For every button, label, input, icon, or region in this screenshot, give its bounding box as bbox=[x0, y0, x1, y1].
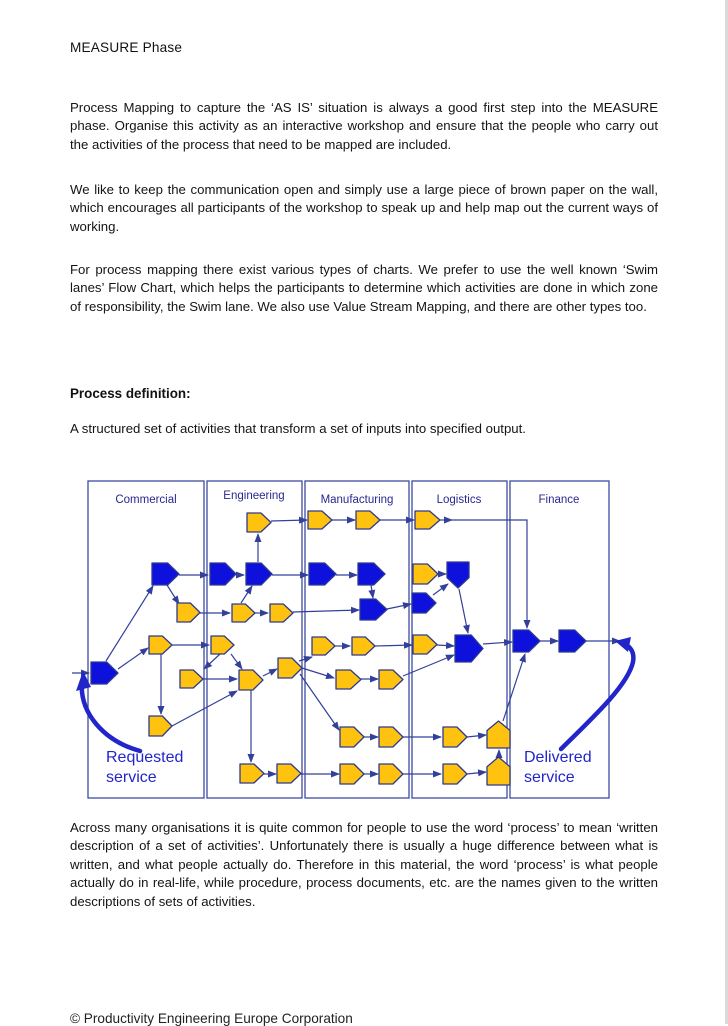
page-right-edge bbox=[725, 0, 728, 1024]
lanes: Commercial Engineering Manufacturing Logist… bbox=[87, 480, 610, 799]
node-e-y10 bbox=[210, 635, 235, 655]
page-title: MEASURE Phase bbox=[70, 40, 183, 55]
node-l-y13 bbox=[412, 634, 438, 655]
flow-arrow bbox=[166, 584, 180, 605]
diagram-edges bbox=[72, 516, 621, 778]
process-definition-heading: Process definition: bbox=[70, 386, 191, 401]
lane-manufacturing bbox=[304, 480, 410, 799]
flow-arrow bbox=[402, 654, 455, 677]
flow-arrow bbox=[374, 641, 413, 649]
swoosh-requested bbox=[79, 678, 143, 754]
node-c-y6 bbox=[176, 602, 201, 623]
service-swooshes bbox=[76, 637, 636, 754]
node-l-y5 bbox=[412, 563, 439, 585]
node-e-y16 bbox=[277, 657, 303, 679]
flow-arrow bbox=[230, 653, 243, 670]
node-m-y27 bbox=[378, 763, 404, 785]
node-l-y29 bbox=[486, 756, 511, 786]
node-e-y15 bbox=[238, 669, 264, 691]
node-l-y4 bbox=[414, 510, 441, 530]
process-definition-text: A structured set of activities that tran… bbox=[70, 421, 526, 436]
node-e-y1 bbox=[246, 512, 272, 533]
flow-arrow bbox=[466, 732, 487, 740]
node-e-y25 bbox=[276, 763, 302, 784]
lane-commercial bbox=[87, 480, 205, 799]
node-m-y20 bbox=[339, 726, 365, 748]
lane-header-engineering: Engineering bbox=[223, 490, 284, 502]
flow-arrow bbox=[301, 667, 335, 679]
copyright-footer: © Productivity Engineering Europe Corpor… bbox=[70, 1011, 353, 1026]
node-m-y12 bbox=[351, 636, 376, 656]
diagram-nodes bbox=[90, 510, 587, 786]
paragraph-chart-types: For process mapping there exist various … bbox=[70, 262, 658, 314]
node-l-b9 bbox=[454, 634, 484, 663]
node-m-y17 bbox=[335, 669, 362, 690]
lane-header-manufacturing: Manufacturing bbox=[321, 494, 394, 506]
node-e-y24 bbox=[239, 763, 265, 784]
node-m-y11 bbox=[311, 636, 336, 656]
paragraph-brown-paper: We like to keep the communication open a… bbox=[70, 182, 658, 234]
node-f-b2 bbox=[558, 629, 587, 653]
node-m-y18 bbox=[378, 669, 404, 690]
node-l-y22 bbox=[442, 726, 468, 748]
requested-service-label: Requested service bbox=[106, 749, 184, 786]
swoosh-arrowhead bbox=[615, 637, 631, 652]
flow-arrow bbox=[458, 588, 470, 634]
lane-engineering bbox=[206, 480, 303, 799]
flow-arrow bbox=[299, 673, 340, 731]
flow-arrow bbox=[386, 602, 412, 610]
swoosh-arrowhead bbox=[76, 671, 91, 691]
delivered-service-label: Delivered service bbox=[524, 749, 592, 786]
node-c-b1 bbox=[151, 562, 180, 586]
node-e-y8 bbox=[269, 603, 294, 623]
node-f-b1 bbox=[512, 629, 541, 653]
flow-arrow bbox=[240, 585, 253, 604]
node-c-start bbox=[90, 661, 119, 685]
node-e-b3 bbox=[245, 562, 273, 586]
node-c-y19 bbox=[148, 715, 173, 737]
node-m-y21 bbox=[378, 726, 404, 748]
node-m-b4 bbox=[308, 562, 337, 586]
flow-arrow bbox=[436, 642, 455, 650]
flow-arrow bbox=[298, 656, 313, 663]
flow-arrow bbox=[482, 639, 513, 647]
flow-arrow bbox=[262, 668, 278, 677]
node-m-y3 bbox=[355, 510, 381, 530]
flow-arrow bbox=[117, 647, 149, 670]
swimlane-diagram: Commercial Engineering Manufacturing Logist… bbox=[72, 480, 636, 799]
node-m-y26 bbox=[339, 763, 365, 785]
node-m-y2 bbox=[307, 510, 333, 530]
flow-arrow bbox=[171, 690, 238, 727]
flow-arrow bbox=[368, 584, 376, 599]
flow-arrow bbox=[452, 519, 531, 629]
node-m-b7 bbox=[359, 598, 388, 621]
flow-arrow bbox=[105, 585, 154, 662]
lane-header-finance: Finance bbox=[539, 494, 580, 506]
node-l-b8 bbox=[411, 592, 437, 614]
node-e-y7 bbox=[231, 603, 256, 623]
flow-arrow bbox=[203, 653, 221, 670]
lane-header-commercial: Commercial bbox=[115, 494, 176, 506]
flow-arrow bbox=[502, 653, 526, 722]
node-c-y9 bbox=[148, 635, 173, 655]
node-e-b2 bbox=[209, 562, 237, 586]
lane-header-logistics: Logistics bbox=[437, 494, 482, 506]
node-l-y28 bbox=[442, 763, 468, 785]
node-l-y23 bbox=[486, 720, 511, 749]
node-c-y14 bbox=[179, 669, 204, 689]
node-l-b6 bbox=[446, 561, 470, 589]
flow-arrow bbox=[466, 769, 487, 777]
swoosh-delivered bbox=[558, 640, 636, 752]
node-m-b5 bbox=[357, 562, 386, 586]
flow-arrow bbox=[270, 516, 308, 524]
paragraph-process-word: Across many organisations it is quite co… bbox=[70, 820, 658, 909]
flow-arrow bbox=[292, 606, 360, 614]
paragraph-process-mapping: Process Mapping to capture the ‘AS IS’ s… bbox=[70, 100, 658, 152]
flow-arrow bbox=[432, 583, 449, 596]
